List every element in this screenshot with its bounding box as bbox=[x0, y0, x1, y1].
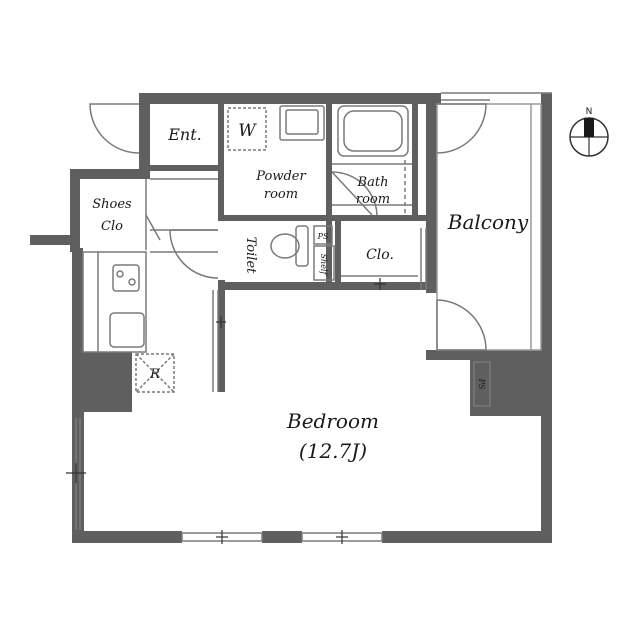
refrigerator-space bbox=[135, 353, 175, 393]
label-toilet: Toilet bbox=[243, 237, 258, 274]
fixtures bbox=[75, 92, 552, 542]
label-closet: Clo. bbox=[366, 247, 394, 263]
label-washer: W bbox=[238, 121, 257, 141]
label-shoes-closet-line2: Clo bbox=[101, 219, 123, 234]
label-shoes-closet-line1: Shoes bbox=[92, 197, 132, 212]
label-bath-room-line2: room bbox=[356, 192, 390, 207]
label-bath-room-line1: Bath bbox=[357, 175, 389, 190]
bathtub bbox=[337, 105, 409, 157]
label-powder-room-line1: Powder bbox=[255, 169, 306, 184]
north-label: N bbox=[586, 107, 593, 117]
north-compass: N bbox=[569, 107, 609, 157]
label-entrance: Ent. bbox=[167, 125, 202, 144]
label-ps-balcony: PS bbox=[477, 378, 486, 390]
room-labels: Ent. W Powder room Bath room Shoes Clo T… bbox=[92, 121, 529, 463]
label-balcony: Balcony bbox=[447, 210, 529, 234]
label-bedroom: Bedroom bbox=[286, 409, 379, 433]
label-shelf: Shelf bbox=[319, 254, 328, 277]
label-bedroom-size: (12.7J) bbox=[299, 439, 367, 463]
label-refrigerator: R bbox=[149, 367, 160, 382]
north-arrow-icon bbox=[584, 118, 594, 137]
balcony-area bbox=[436, 103, 542, 351]
label-ps-small: PS bbox=[317, 232, 329, 241]
label-powder-room-line2: room bbox=[264, 187, 298, 202]
doors bbox=[89, 103, 487, 351]
outlet-markers bbox=[66, 278, 386, 544]
walls bbox=[30, 93, 552, 543]
